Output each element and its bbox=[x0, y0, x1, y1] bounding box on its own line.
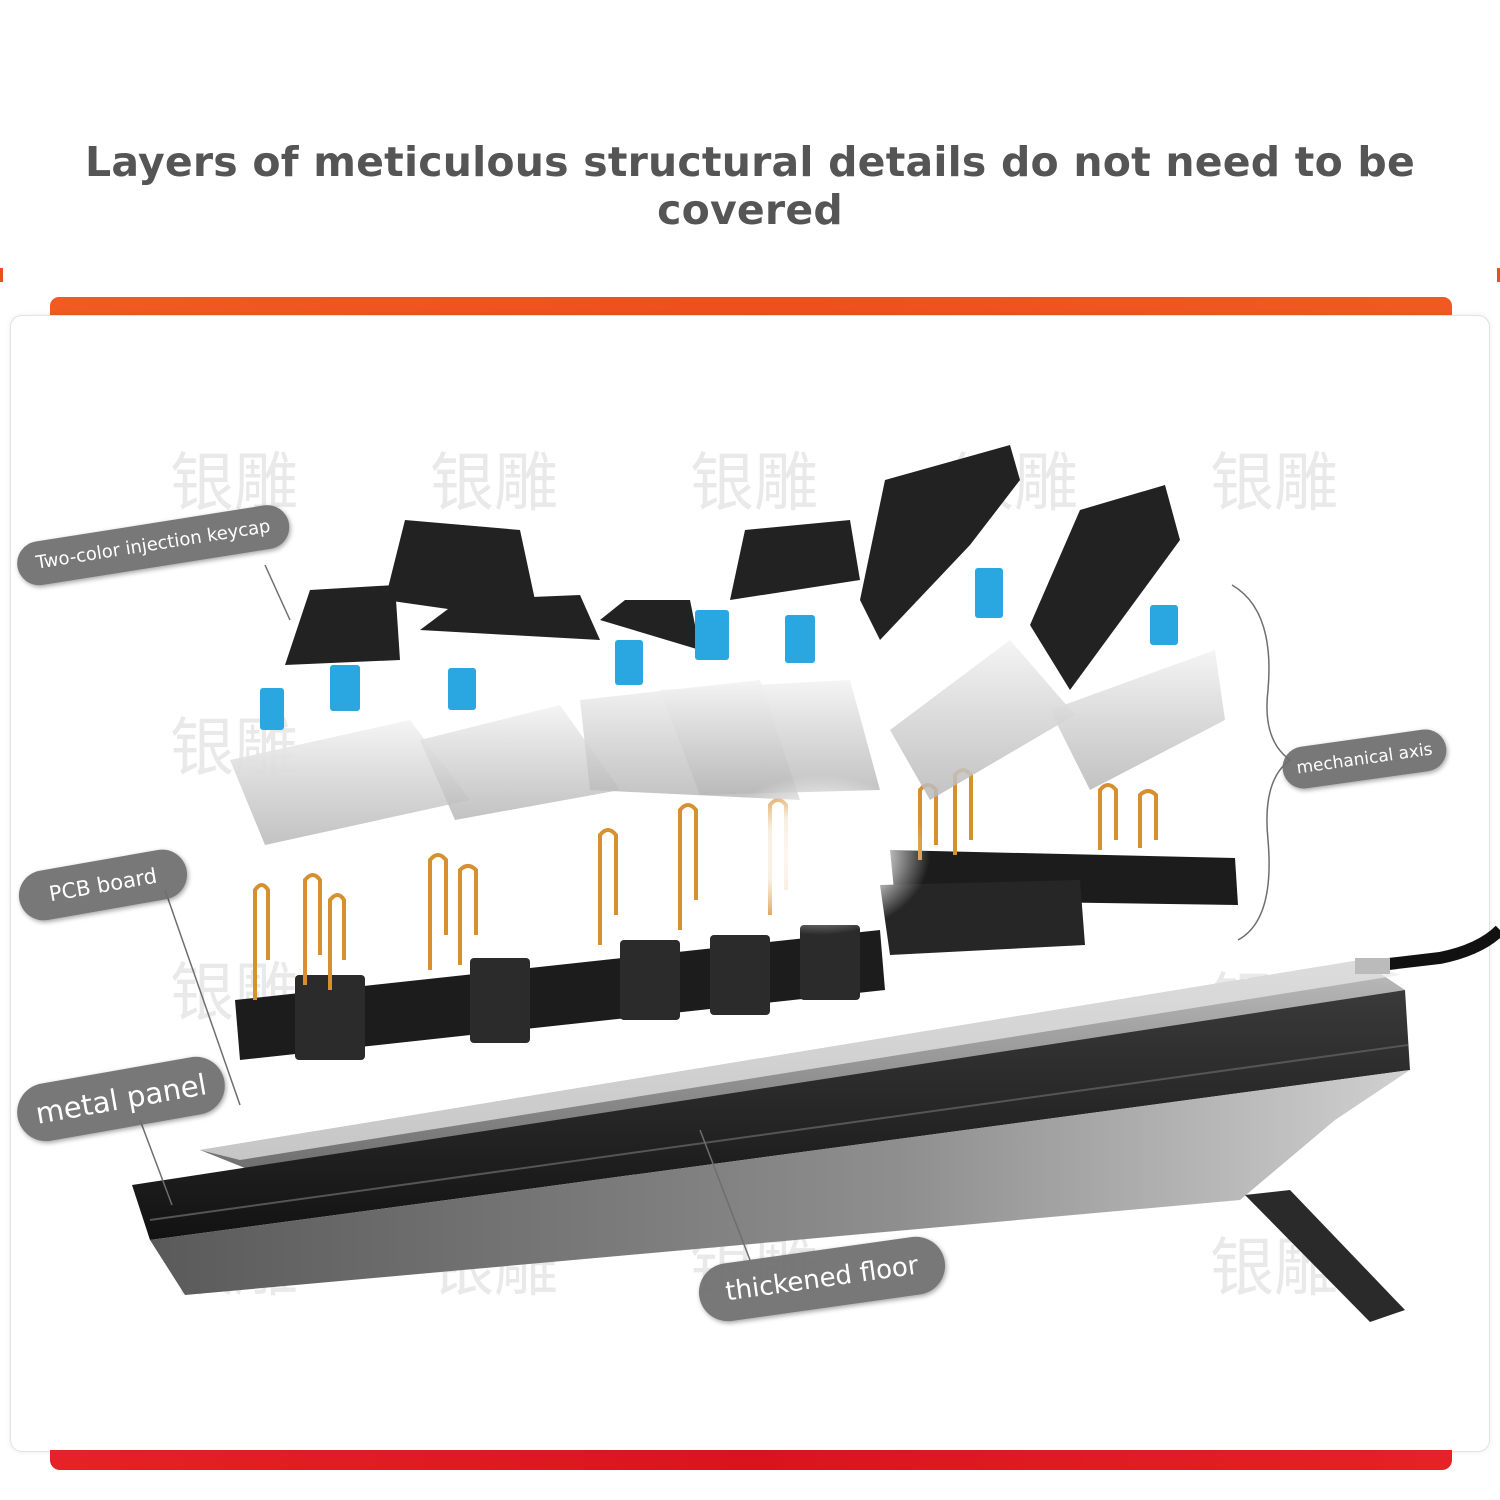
watermark-text: 银雕 bbox=[690, 447, 818, 521]
bottom-accent-bar bbox=[50, 1450, 1452, 1470]
right-edge-tick bbox=[1497, 268, 1500, 282]
watermark-text: 银雕 bbox=[430, 447, 558, 521]
keyboard-base bbox=[132, 925, 1500, 1322]
burst-glow bbox=[710, 775, 930, 935]
headline: Layers of meticulous structural details … bbox=[85, 138, 1415, 234]
watermark-text: 银雕 bbox=[1210, 447, 1338, 521]
switch-housings bbox=[230, 640, 1225, 845]
pcb-layer bbox=[235, 850, 1238, 1060]
top-accent-bar bbox=[50, 297, 1452, 315]
keycaps bbox=[285, 445, 1180, 690]
left-edge-tick bbox=[0, 268, 3, 282]
switch-stems bbox=[260, 568, 1178, 730]
